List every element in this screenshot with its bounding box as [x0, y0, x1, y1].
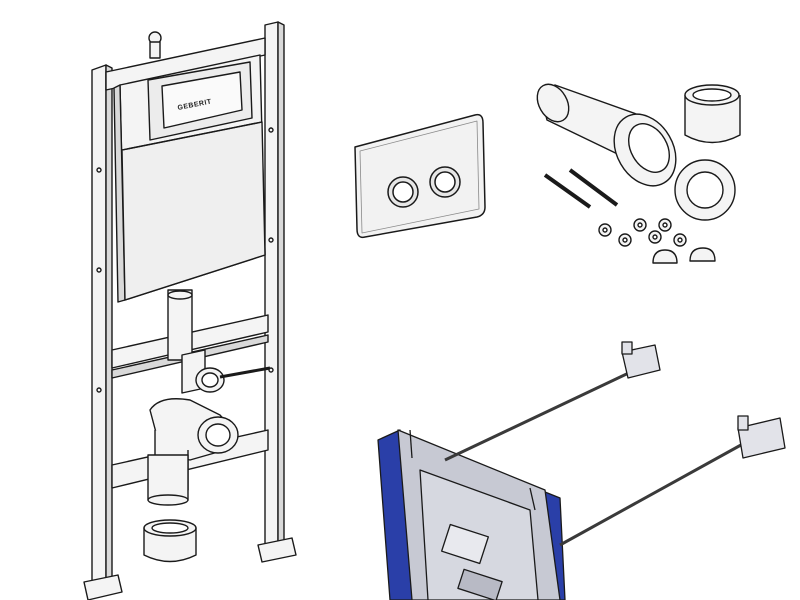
rod-clamp-2	[737, 417, 786, 459]
right-foot	[257, 537, 297, 563]
wall-bracket-svg	[377, 341, 786, 600]
sleeve	[684, 95, 741, 144]
flush-plate-illustration	[345, 105, 500, 245]
fixing-bolt-1	[543, 173, 592, 209]
top-crossbar	[105, 37, 266, 91]
installation-frame-illustration: GEBERIT	[70, 10, 310, 600]
left-foot	[83, 574, 123, 600]
fixing-bolt-2	[568, 168, 619, 207]
cap-nut-2	[689, 247, 716, 262]
connector-kit-illustration	[525, 65, 800, 285]
connector-kit-svg	[536, 83, 741, 264]
cistern-panel	[121, 121, 266, 301]
support-rod-1	[444, 368, 636, 462]
wall-bracket-illustration	[360, 330, 800, 600]
cap-nut-1	[652, 249, 678, 264]
flush-plate	[354, 113, 486, 239]
flush-plate-svg	[354, 113, 486, 239]
right-post	[264, 21, 279, 556]
flush-pipe	[167, 289, 193, 361]
left-post	[91, 64, 107, 591]
frame-blue-side	[377, 429, 416, 600]
installation-frame-svg: GEBERIT	[83, 21, 297, 600]
support-rod-2	[559, 438, 751, 547]
